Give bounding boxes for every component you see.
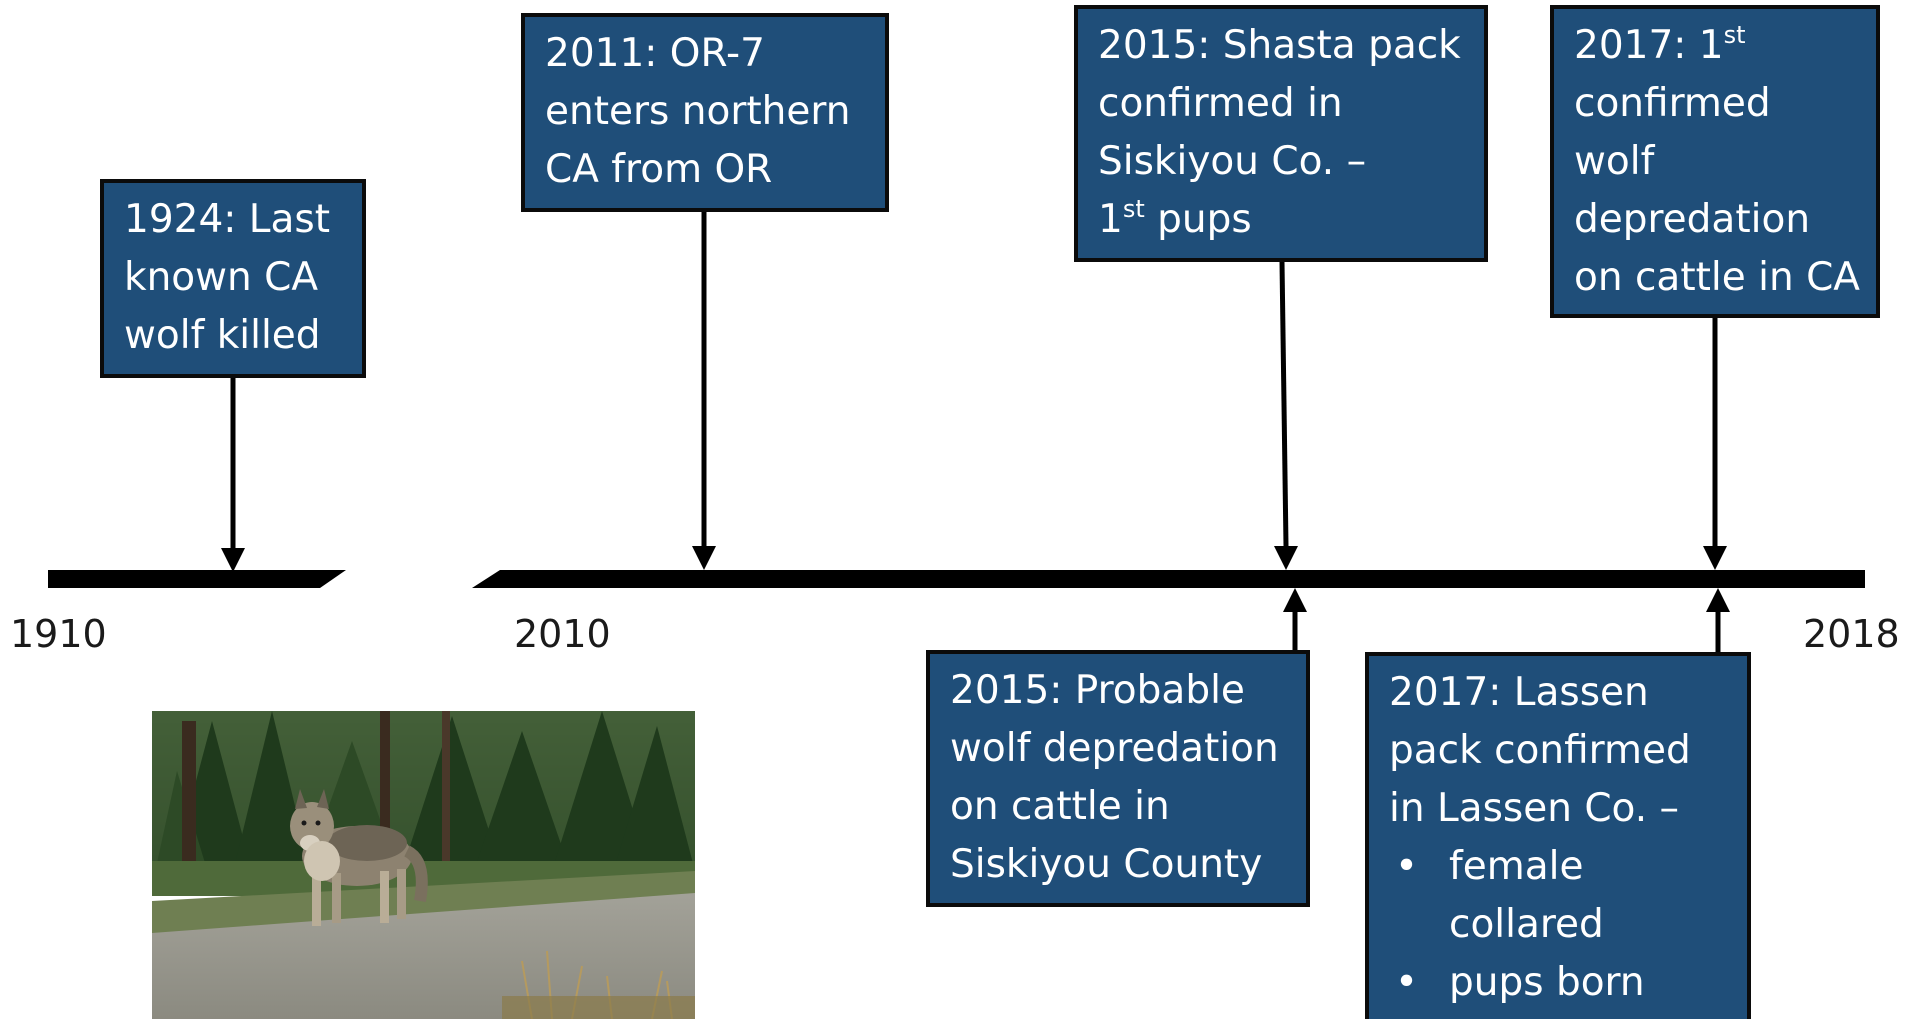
event-2011-line-2: enters northern bbox=[545, 89, 851, 134]
event-box-2015-probable: 2015: Probable wolf depredation on cattl… bbox=[926, 650, 1310, 907]
event-2017a-line-5: on cattle in CA bbox=[1574, 255, 1860, 300]
event-box-2017-lassen: 2017: Lassen pack confirmed in Lassen Co… bbox=[1365, 652, 1751, 1019]
event-2017a-year-ordinal: 2017: 1 bbox=[1574, 23, 1724, 68]
bullet-marker: • bbox=[1395, 844, 1419, 889]
arrowhead-2015a bbox=[1274, 546, 1298, 570]
event-2015b-line-3: on cattle in bbox=[950, 784, 1170, 829]
event-1924-line-2: known CA bbox=[124, 255, 319, 300]
event-2015a-line-3: Siskiyou Co. – bbox=[1098, 139, 1367, 184]
event-2017a-ordinal-suffix: st bbox=[1723, 21, 1746, 49]
event-2015a-line-2: confirmed in bbox=[1098, 81, 1343, 126]
event-2015a-pups: pups bbox=[1144, 197, 1252, 242]
connector-2015a bbox=[1279, 261, 1289, 547]
wolf-photo bbox=[152, 711, 695, 1019]
event-2017b-bullet-3: •pups born bbox=[1389, 954, 1727, 1012]
bullet-marker: • bbox=[1395, 960, 1419, 1005]
event-2017a-line-1: 2017: 1st bbox=[1574, 17, 1856, 75]
wolf-photo-illustration bbox=[152, 711, 695, 1019]
event-2015b-line-2: wolf depredation bbox=[950, 726, 1279, 771]
wolf-figure bbox=[290, 789, 428, 926]
event-1924-line-1: 1924: Last bbox=[124, 197, 331, 242]
event-2017b-bullet-2: collared bbox=[1449, 902, 1604, 947]
axis-label-2018: 2018 bbox=[1803, 612, 1900, 656]
event-2015a-ordinal: 1 bbox=[1098, 197, 1123, 242]
event-1924-line-3: wolf killed bbox=[124, 313, 321, 358]
event-2011-line-1: 2011: OR-7 bbox=[545, 31, 765, 76]
arrowhead-2011 bbox=[692, 546, 716, 570]
arrowhead-1924 bbox=[221, 548, 245, 572]
axis-label-2010: 2010 bbox=[514, 612, 611, 656]
axis-label-1910: 1910 bbox=[10, 612, 107, 656]
event-2017a-line-4: depredation bbox=[1574, 197, 1811, 242]
event-box-2011: 2011: OR-7 enters northern CA from OR bbox=[521, 13, 889, 212]
event-2017a-line-3: wolf bbox=[1574, 139, 1655, 184]
timeline-axis-early bbox=[48, 570, 346, 588]
event-2017b-line-3: in Lassen Co. – bbox=[1389, 786, 1680, 831]
event-2011-line-3: CA from OR bbox=[545, 147, 773, 192]
arrowhead-2017b bbox=[1706, 588, 1730, 612]
event-2015b-line-1: 2015: Probable bbox=[950, 668, 1245, 713]
event-2017b-line-1: 2017: Lassen bbox=[1389, 670, 1649, 715]
event-box-2015-shasta: 2015: Shasta pack confirmed in Siskiyou … bbox=[1074, 5, 1488, 262]
event-2017b-bullet-1: •female bbox=[1389, 838, 1727, 896]
event-box-2017-depredation: 2017: 1st confirmed wolf depredation on … bbox=[1550, 5, 1880, 318]
timeline-axis-recent bbox=[472, 570, 1865, 588]
event-2015a-ordinal-suffix: st bbox=[1122, 195, 1145, 223]
event-2017b-line-2: pack confirmed bbox=[1389, 728, 1691, 773]
event-box-1924: 1924: Last known CA wolf killed bbox=[100, 179, 366, 378]
event-2017a-line-2: confirmed bbox=[1574, 81, 1771, 126]
event-2017b-bullet-list: •female collared •pups born bbox=[1389, 838, 1727, 1012]
event-2015b-line-4: Siskiyou County bbox=[950, 842, 1263, 887]
arrowhead-2015b bbox=[1283, 588, 1307, 612]
event-2015a-line-1: 2015: Shasta pack bbox=[1098, 23, 1461, 68]
event-2015a-line-4: 1st pups bbox=[1098, 191, 1464, 249]
arrowhead-2017a bbox=[1703, 546, 1727, 570]
